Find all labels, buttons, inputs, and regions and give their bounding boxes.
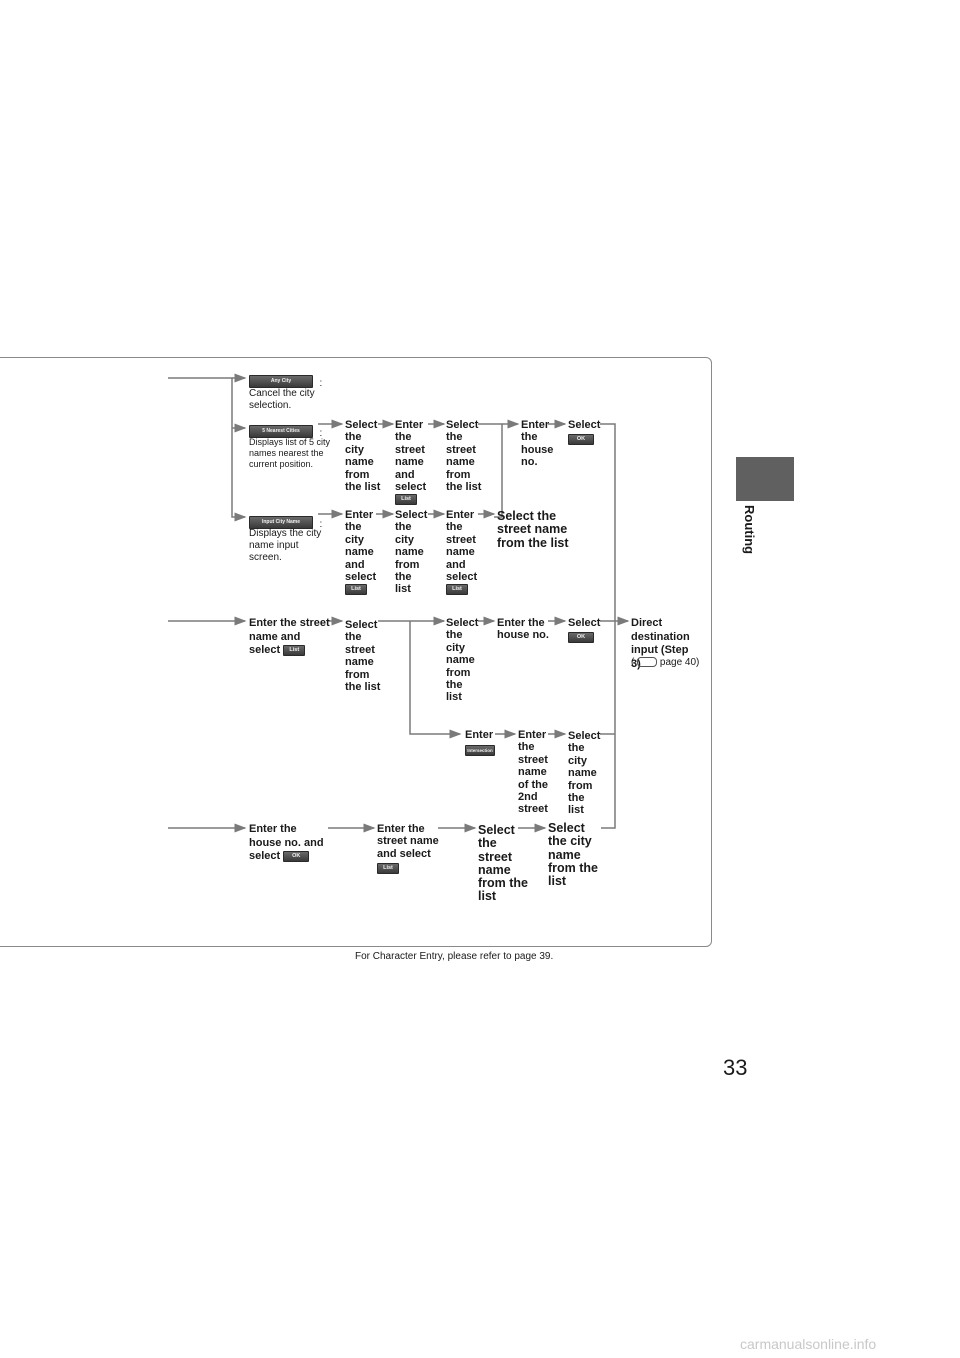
colon: :	[319, 428, 323, 439]
flowchart-panel	[0, 357, 712, 947]
step-enter-house-no: Enter the house no. and select OK	[249, 823, 331, 864]
page-number: 33	[723, 1055, 748, 1080]
list-button[interactable]: List	[446, 584, 468, 596]
any-city-row: Any City :	[249, 373, 323, 391]
step-select-street: Select the street name from the list	[345, 619, 381, 694]
any-city-button[interactable]: Any City	[249, 375, 313, 389]
step-select-city: Select the city name from the list	[345, 419, 381, 494]
direct-destination-input: Direct destination input (Step 3)	[631, 617, 690, 670]
watermark: carmanualsonline.info	[740, 1336, 877, 1352]
section-label: Routing	[742, 505, 757, 555]
list-button[interactable]: List	[377, 863, 399, 875]
input-city-name-description: Displays the city name input screen.	[249, 528, 322, 563]
step-enter-street-text: Enter the street name and select	[249, 617, 330, 656]
step-select-city: Select the city name from the list	[548, 821, 598, 889]
step-select-city: Select the city name from the list	[568, 730, 601, 817]
page-reference: ( page 40)	[631, 657, 700, 668]
ok-button[interactable]: OK	[283, 850, 310, 862]
step-select-street: Select the street name from the list	[478, 823, 528, 904]
section-tab	[736, 457, 794, 501]
input-city-name-button[interactable]: Input City Name	[249, 516, 313, 530]
ok-button[interactable]: OK	[568, 434, 594, 446]
step-select-street: Select the street name from the list	[497, 509, 569, 550]
list-button[interactable]: List	[395, 494, 417, 506]
step-enter-second-street: Enter the street name of the 2nd street	[518, 729, 548, 816]
step-enter-street-text: Enter the street name and select	[377, 823, 439, 860]
page-reference-text: page 40)	[659, 657, 700, 668]
step-enter-street-text: Enter the street name and select	[446, 509, 478, 584]
step-select-city: Select the city name from the list	[446, 617, 479, 704]
footer-note: For Character Entry, please refer to pag…	[355, 951, 554, 962]
step-enter-house-text: Enter the house no. and select	[249, 823, 324, 862]
select-text: Select	[568, 617, 601, 629]
nearest-cities-description: Displays list of 5 city names nearest th…	[249, 437, 331, 469]
step-enter-street: Enter the street name and select List	[249, 617, 331, 658]
any-city-description: Cancel the city selection.	[249, 388, 315, 411]
colon: :	[319, 519, 323, 530]
step-enter-house: Enter the house no.	[497, 617, 549, 642]
list-button[interactable]: List	[283, 644, 306, 656]
intersection-button[interactable]: Intersection	[465, 745, 495, 757]
pointing-hand-icon	[637, 657, 658, 668]
step-enter-house: Enter the house no.	[521, 419, 554, 469]
step-select-city: Select the city name from the list	[395, 509, 428, 596]
step-enter-city-text: Enter the city name and select	[345, 509, 377, 584]
step-enter-street-text: Enter the street name and select	[395, 419, 427, 494]
list-button[interactable]: List	[345, 584, 367, 596]
colon: :	[319, 378, 323, 389]
enter-text: Enter	[465, 729, 494, 741]
select-text: Select	[568, 419, 601, 431]
ok-button[interactable]: OK	[568, 632, 594, 644]
step-select-street: Select the street name from the list	[446, 419, 482, 494]
input-city-name-row: Input City Name :	[249, 514, 323, 532]
nearest-cities-row: 5 Nearest Cities :	[249, 423, 323, 441]
